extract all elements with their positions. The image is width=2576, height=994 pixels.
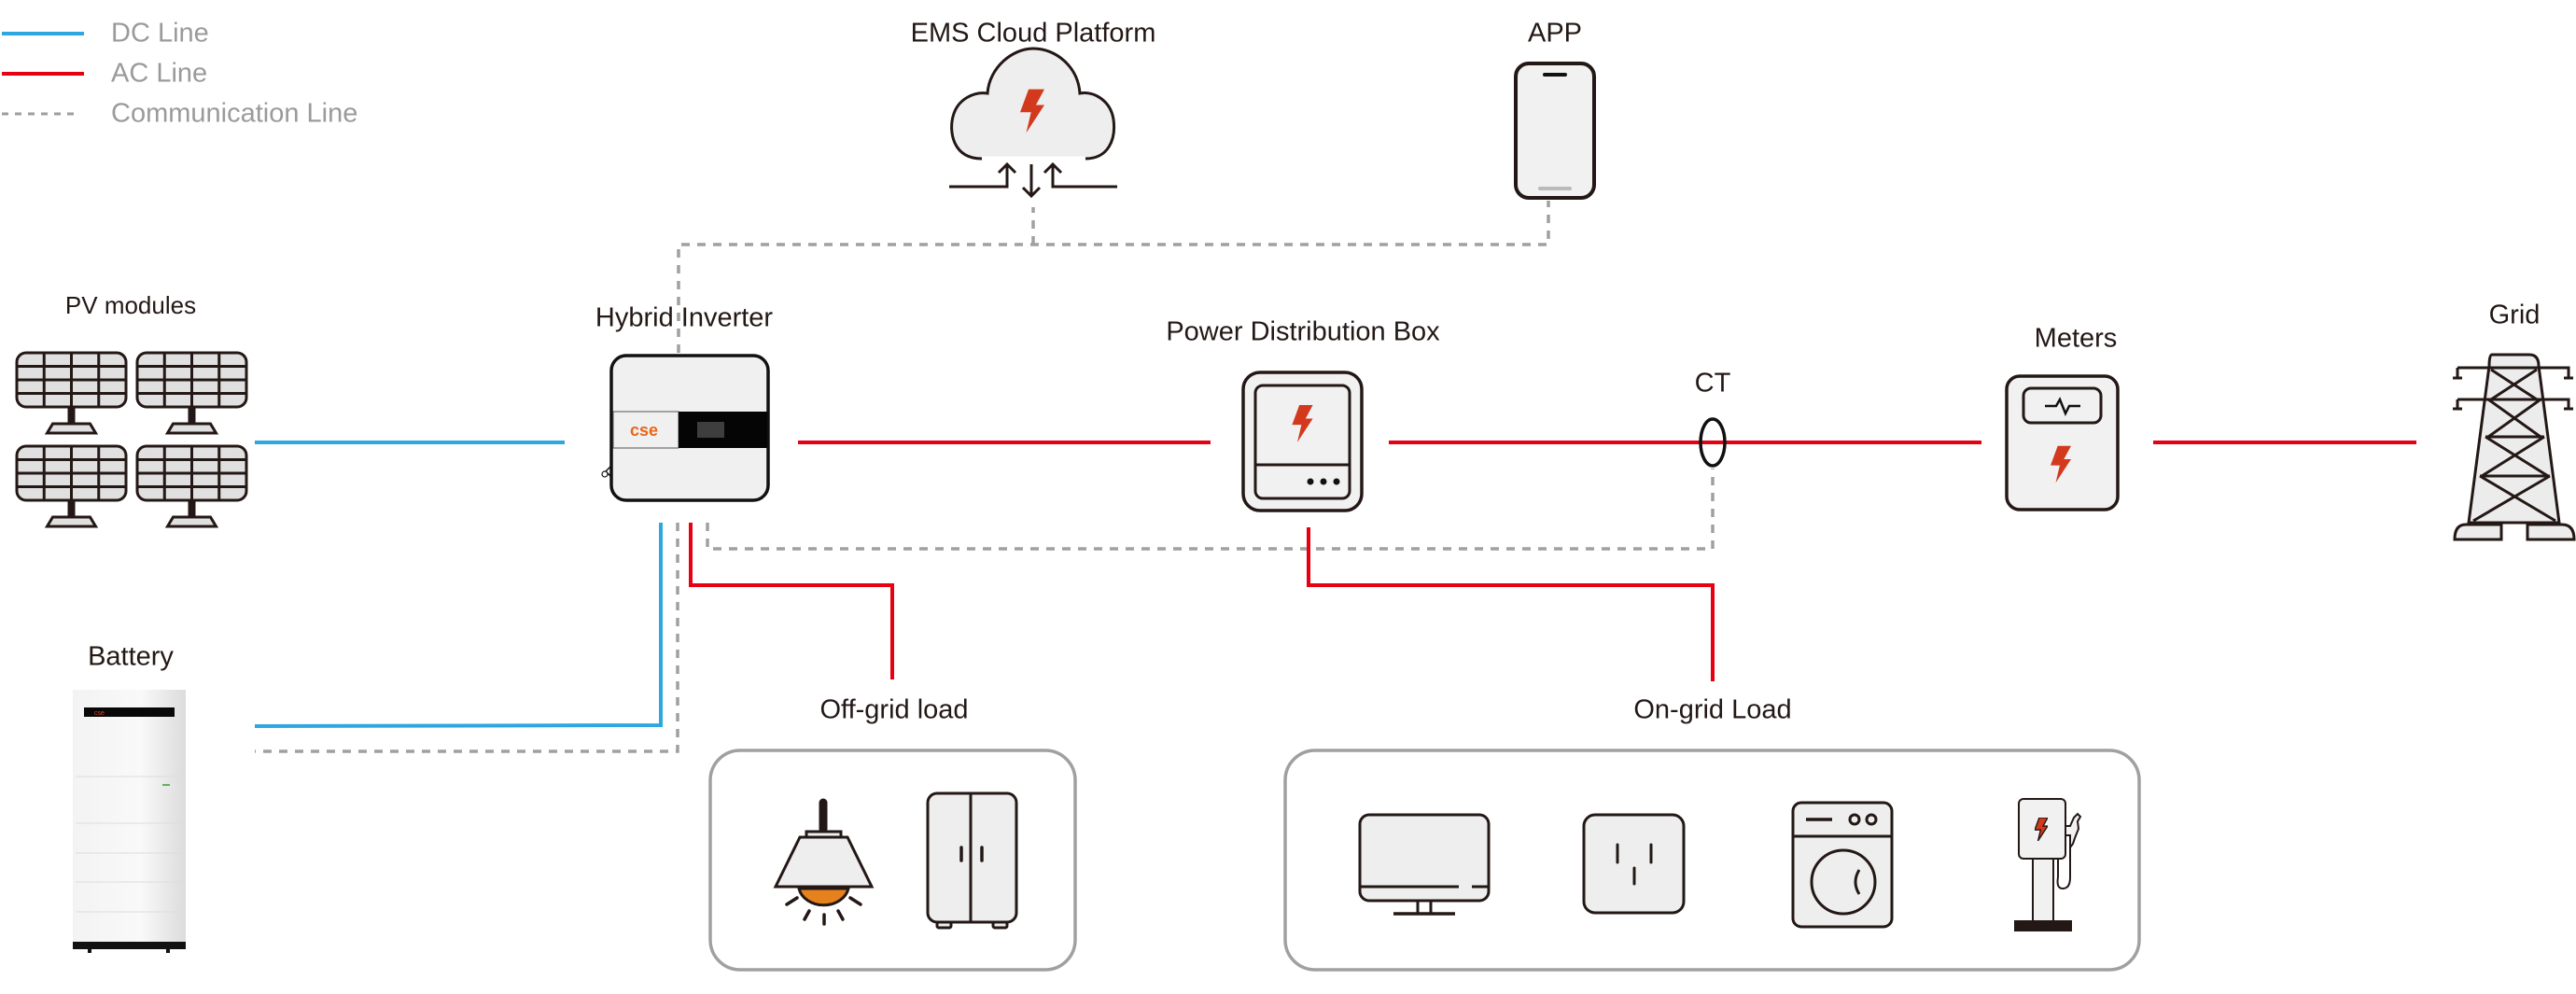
ac-lines bbox=[689, 441, 2416, 681]
ev-charger-icon bbox=[2014, 798, 2082, 931]
ct-label: CT bbox=[1694, 368, 1731, 399]
comm-line-inverter-ct bbox=[706, 469, 1715, 551]
transmission-tower-icon bbox=[2453, 353, 2576, 541]
cloud-bolt-icon bbox=[949, 47, 1117, 199]
solar-panel-icon bbox=[15, 351, 248, 528]
inverter-icon bbox=[601, 354, 770, 502]
ongrid-label: On-grid Load bbox=[1633, 694, 1792, 725]
washing-machine-icon bbox=[1791, 801, 1894, 929]
legend-comm-label: Communication Line bbox=[111, 98, 358, 129]
legend-ac-label: AC Line bbox=[111, 58, 208, 89]
comm-line-inverter-battery bbox=[255, 523, 679, 753]
solar-panel bbox=[15, 351, 128, 435]
solar-panel bbox=[135, 444, 248, 528]
power-outlet-icon bbox=[1582, 813, 1686, 915]
pdb-label: Power Distribution Box bbox=[1166, 316, 1440, 347]
inverter-label: Hybrid Inverter bbox=[595, 302, 774, 333]
ongrid-load-group bbox=[1283, 749, 2141, 972]
cloud-label: EMS Cloud Platform bbox=[910, 18, 1156, 49]
app-label: APP bbox=[1527, 18, 1583, 49]
ac-line-pdb-ongrid bbox=[1307, 527, 1715, 681]
comm-line-cloud-app-inverter bbox=[677, 201, 1550, 353]
monitor-icon bbox=[1358, 813, 1491, 916]
dc-line-battery-inverter bbox=[254, 523, 663, 728]
meter-icon bbox=[2005, 374, 2120, 511]
offgrid-label: Off-grid load bbox=[819, 694, 969, 725]
inverter-brand-logo: cse bbox=[630, 421, 658, 440]
meters-label: Meters bbox=[2034, 323, 2118, 354]
communication-lines bbox=[255, 201, 1715, 753]
refrigerator-icon bbox=[926, 791, 1018, 930]
solar-panel bbox=[135, 351, 248, 435]
current-transformer-icon bbox=[1699, 417, 1727, 468]
battery-label: Battery bbox=[88, 641, 174, 672]
grid-label: Grid bbox=[2488, 300, 2541, 330]
svg-text:cse: cse bbox=[94, 710, 105, 717]
offgrid-load-group bbox=[708, 749, 1077, 972]
distribution-box-icon bbox=[1241, 371, 1364, 512]
solar-panel bbox=[15, 444, 128, 528]
legend-dc-label: DC Line bbox=[111, 18, 209, 49]
ac-line-inverter-offgrid bbox=[689, 523, 894, 679]
dc-lines bbox=[254, 441, 663, 728]
pv-label: PV modules bbox=[64, 291, 197, 319]
lamp-icon bbox=[773, 798, 875, 926]
battery-cabinet-icon: cse bbox=[73, 690, 186, 953]
smartphone-icon bbox=[1514, 62, 1596, 200]
